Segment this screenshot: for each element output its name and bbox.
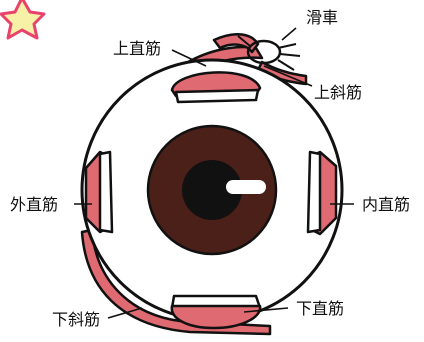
leader-inferior-oblique xyxy=(107,307,143,319)
trochlea-loop xyxy=(246,39,282,65)
leader-superior-rectus xyxy=(171,49,207,67)
star-icon xyxy=(0,0,46,40)
label-medial-rectus: 内直筋 xyxy=(362,195,411,214)
leader-trochlea xyxy=(281,27,297,41)
lateral-rectus-tendon xyxy=(98,150,114,234)
inferior-oblique-muscle xyxy=(80,228,272,336)
medial-rectus-tendon xyxy=(306,150,322,234)
label-superior-oblique: 上斜筋 xyxy=(314,83,363,102)
label-inferior-oblique: 下斜筋 xyxy=(52,310,101,329)
label-trochlea: 滑車 xyxy=(306,8,339,27)
leader-inferior-rectus xyxy=(243,307,289,313)
pupil xyxy=(182,160,242,220)
leader-superior-oblique xyxy=(263,65,313,87)
eye-highlight xyxy=(226,180,266,194)
trochlea-strands xyxy=(237,35,301,71)
superior-rectus-tendon xyxy=(174,88,260,104)
label-lateral-rectus: 外直筋 xyxy=(10,195,59,214)
superior-oblique-back-band xyxy=(212,32,260,54)
label-superior-rectus: 上直筋 xyxy=(113,39,162,58)
inferior-rectus-muscle xyxy=(170,304,262,330)
label-inferior-rectus: 下直筋 xyxy=(296,299,345,318)
